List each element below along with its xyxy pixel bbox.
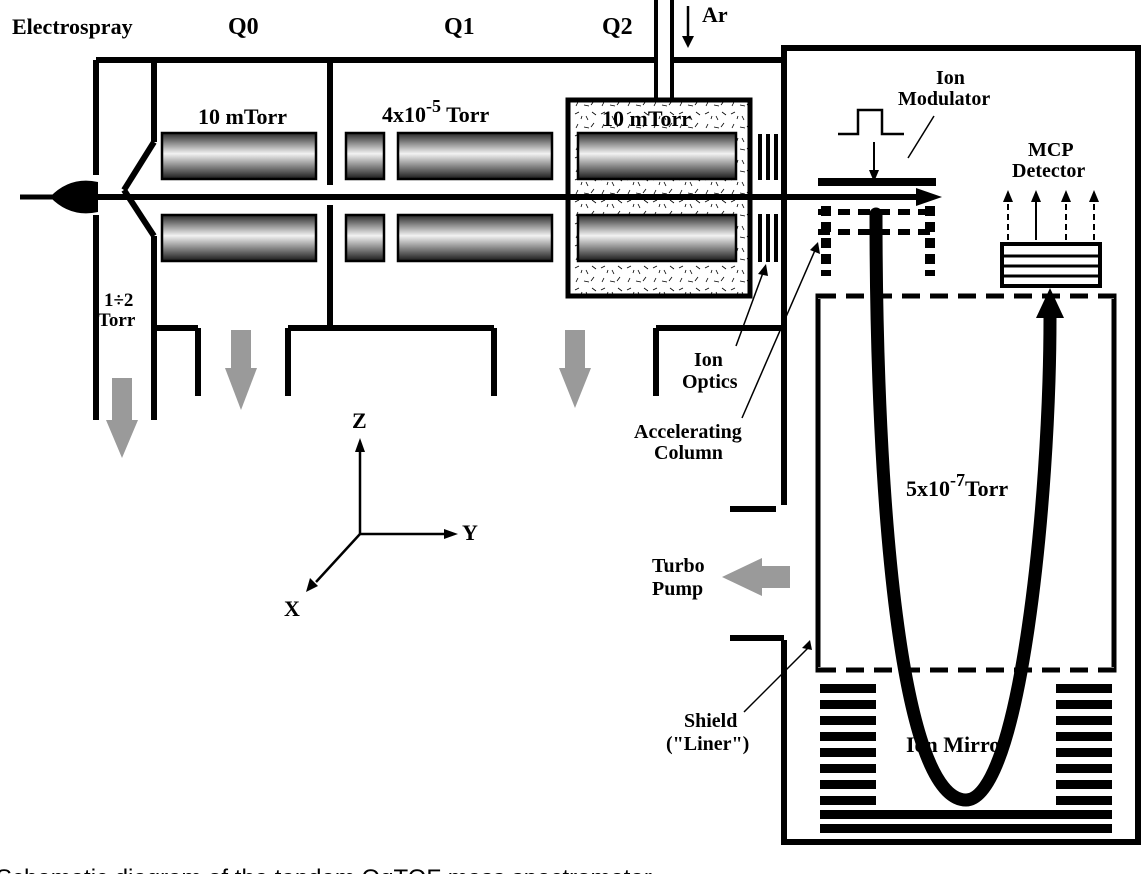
ion-optics-leader [735,269,765,347]
shield-liner [815,293,1117,673]
accelerating-column-leader-head [810,242,820,254]
ion-modulator-label-1: Ion [936,67,965,89]
turbo-pump-label-2: Pump [652,578,703,600]
q0-pressure-label: 10 mTorr [198,104,287,129]
interface-pressure-label-1: 1÷2 [104,290,133,311]
ion-modulator [818,108,936,276]
argon-inlet [654,0,694,100]
ion-mirror-right [1056,684,1112,805]
axis-z-label: Z [352,408,367,433]
pump-arrow-q0 [225,330,257,410]
figure-caption: Schematic diagram of the tandem QqTOF ma… [0,865,652,874]
q2-collision-cell [565,97,753,299]
interface-pressure-label-2: Torr [98,310,136,331]
tof-trajectory-arrowhead [1036,288,1064,318]
ion-optics-leader-head [758,264,768,276]
ion-mirror-label: Ion Mirror [906,732,1010,757]
tof-ion-trajectory [869,207,1057,807]
ion-mirror-left [820,684,876,805]
accelerating-column-label-2: Column [654,442,723,464]
accelerating-column-label-1: Accelerating [634,421,742,443]
shield-label-1: Shield [684,710,737,732]
q2-pressure-label: 10 mTorr [602,106,691,131]
shield-leader [743,647,809,713]
mcp-detector-label-2: Detector [1012,160,1085,182]
q0-rods [160,131,318,263]
electrospray-label: Electrospray [12,14,133,39]
q1-rods [344,131,554,263]
shield-label-2: ("Liner") [666,733,749,755]
vacuum-housing [93,57,784,420]
axis-x-label: X [284,596,300,621]
tof-pressure-label: 5x10-7Torr [906,470,1008,501]
ion-optics-label-1: Ion [694,349,723,371]
q2-label: Q2 [602,14,633,40]
ar-label: Ar [702,2,728,27]
axis-indicator [306,438,458,592]
accelerating-column-leader [741,247,817,419]
pump-arrow-interface [106,378,138,458]
ion-beam-arrow [96,188,942,206]
q1-label: Q1 [444,14,475,40]
axis-y-label: Y [462,520,478,545]
ion-modulator-label-2: Modulator [898,88,990,110]
mcp-detector [1000,190,1102,288]
q1-pressure-label: 4x10-5 Torr [382,96,490,127]
electrospray-source [20,180,98,214]
turbo-pump-label-1: Turbo [652,555,705,577]
q0-label: Q0 [228,14,259,40]
mcp-detector-label-1: MCP [1028,139,1074,161]
pump-arrow-q1 [559,330,591,408]
tof-chamber [730,45,1141,845]
ion-optics-plates [758,134,778,262]
ion-optics-label-2: Optics [682,371,738,393]
turbo-pump-arrow [722,558,790,596]
shield-leader-head [802,640,812,650]
ion-mirror-base [820,810,1112,833]
